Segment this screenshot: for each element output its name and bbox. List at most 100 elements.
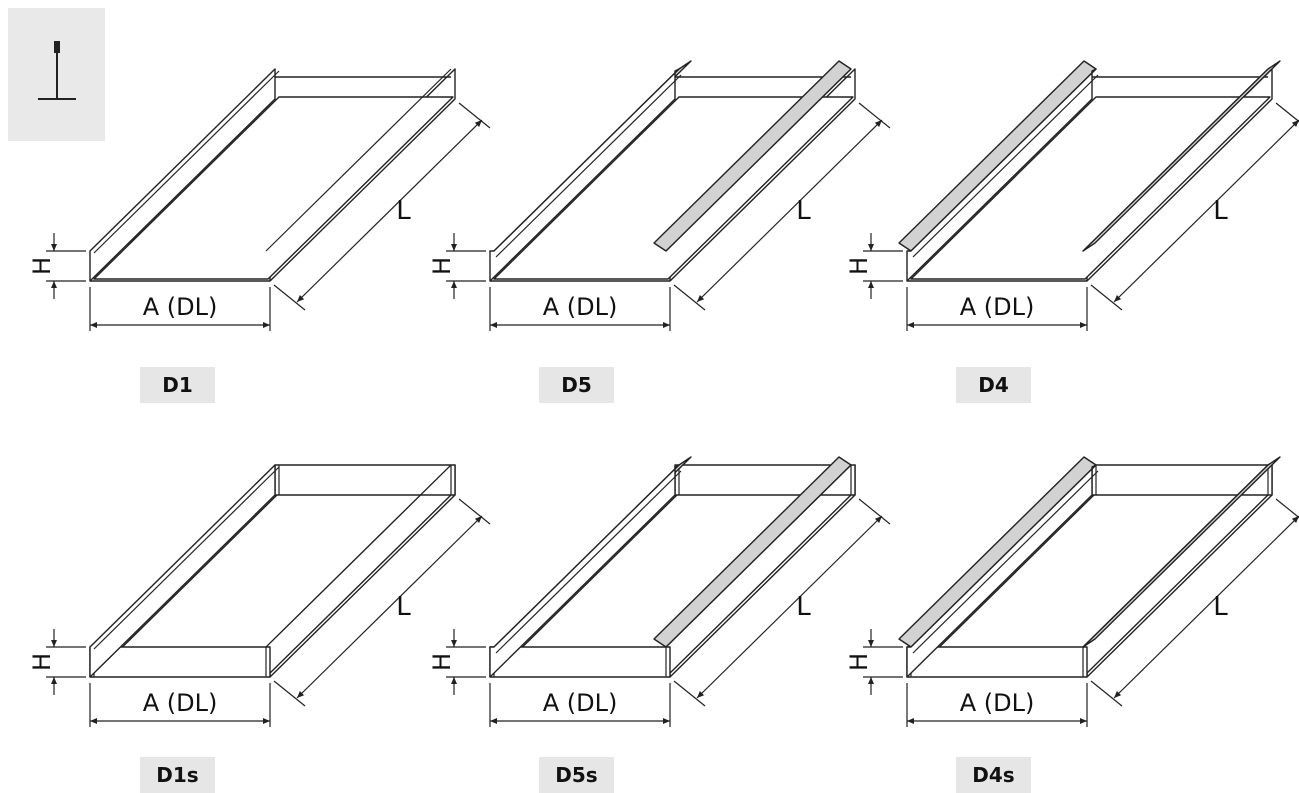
mount-type-box (8, 8, 105, 141)
floor (93, 96, 454, 280)
t-hanger-icon (38, 41, 76, 100)
width-label: A (DL) (143, 293, 218, 321)
width-label: A (DL) (143, 689, 218, 717)
badge-d5: D5 (539, 367, 614, 403)
right-wall-inner (665, 68, 852, 252)
height-label: H (845, 653, 873, 671)
arrowhead (868, 677, 874, 684)
arrowhead (297, 690, 305, 698)
height-label: H (28, 257, 56, 275)
dim-ext (458, 498, 491, 525)
arrowhead (907, 718, 914, 724)
dim-ext (273, 284, 306, 311)
panel-d1s: A (DL)HL (28, 464, 491, 727)
length-label: L (1213, 592, 1228, 622)
dim-length-line (296, 119, 483, 303)
floor (910, 96, 1271, 280)
dim-ext (673, 680, 706, 707)
arrowhead (490, 322, 497, 328)
dim-ext (858, 498, 891, 525)
panel-d5: A (DL) H L (428, 60, 891, 331)
arrowhead (490, 718, 497, 724)
arrowhead (297, 294, 305, 302)
width-label: A (DL) (960, 293, 1035, 321)
arrowhead (1291, 516, 1299, 524)
left-wall (89, 464, 276, 678)
height-label: H (428, 653, 456, 671)
panel-d1: A (DL)HL (28, 68, 491, 331)
dim-ext (858, 102, 891, 129)
left-wall (906, 68, 1097, 282)
front-end-wall (489, 646, 671, 678)
dim-ext (673, 284, 706, 311)
panel-d5s: A (DL) H L (428, 456, 891, 727)
length-label: L (796, 592, 811, 622)
left-wall (89, 68, 276, 282)
arrowhead (451, 640, 457, 647)
dim-ext (1275, 498, 1299, 519)
right-wall-inner (1082, 68, 1269, 252)
dim-ext (1090, 284, 1123, 311)
left-wall (489, 464, 680, 678)
height-label: H (428, 257, 456, 275)
arrowhead (907, 322, 914, 328)
arrowhead (51, 677, 57, 684)
dim-length-line (696, 119, 883, 303)
arrowhead (1291, 120, 1299, 128)
left-wall (906, 464, 1097, 678)
arrowhead (51, 244, 57, 251)
left-wall-inner (912, 74, 1099, 258)
arrowhead (263, 718, 270, 724)
arrowhead (874, 120, 882, 128)
left-wall-inner (93, 70, 280, 254)
dim-ext (458, 102, 491, 129)
arrowhead (51, 640, 57, 647)
dim-length-line (296, 515, 483, 699)
arrowhead (474, 516, 482, 524)
arrowhead (697, 294, 705, 302)
arrowhead (451, 244, 457, 251)
arrowhead (451, 677, 457, 684)
arrowhead (1080, 718, 1087, 724)
right-wall-inner (265, 68, 452, 252)
height-label: H (845, 257, 873, 275)
dim-length-line (696, 515, 883, 699)
right-wall-inner (265, 464, 452, 648)
width-label: A (DL) (543, 293, 618, 321)
panel-d4s: A (DL) H L (845, 456, 1299, 727)
left-wall-inner (495, 74, 682, 258)
badge-d4s: D4s (956, 757, 1031, 793)
left-wall-inner (495, 470, 682, 654)
dim-length-line (1113, 119, 1299, 303)
left-wall (489, 68, 680, 282)
arrowhead (474, 120, 482, 128)
arrowhead (874, 516, 882, 524)
dim-ext (273, 680, 306, 707)
arrowhead (868, 640, 874, 647)
arrowhead (90, 322, 97, 328)
arrowhead (1080, 322, 1087, 328)
arrowhead (663, 718, 670, 724)
left-wall-inner (93, 466, 280, 650)
badge-d1: D1 (140, 367, 215, 403)
height-label: H (28, 653, 56, 671)
width-label: A (DL) (960, 689, 1035, 717)
arrowhead (51, 281, 57, 288)
arrowhead (1114, 294, 1122, 302)
floor (493, 96, 854, 280)
right-wall-inner (1082, 464, 1269, 648)
arrowhead (263, 322, 270, 328)
dim-length-line (1113, 515, 1299, 699)
panel-d4: A (DL)HL (845, 60, 1299, 331)
length-label: L (796, 196, 811, 226)
arrowhead (451, 281, 457, 288)
arrowhead (697, 690, 705, 698)
arrowhead (1114, 690, 1122, 698)
arrowhead (868, 281, 874, 288)
dim-ext (1275, 102, 1299, 123)
arrowhead (868, 244, 874, 251)
badge-d5s: D5s (539, 757, 614, 793)
width-label: A (DL) (543, 689, 618, 717)
badge-d4: D4 (956, 367, 1031, 403)
